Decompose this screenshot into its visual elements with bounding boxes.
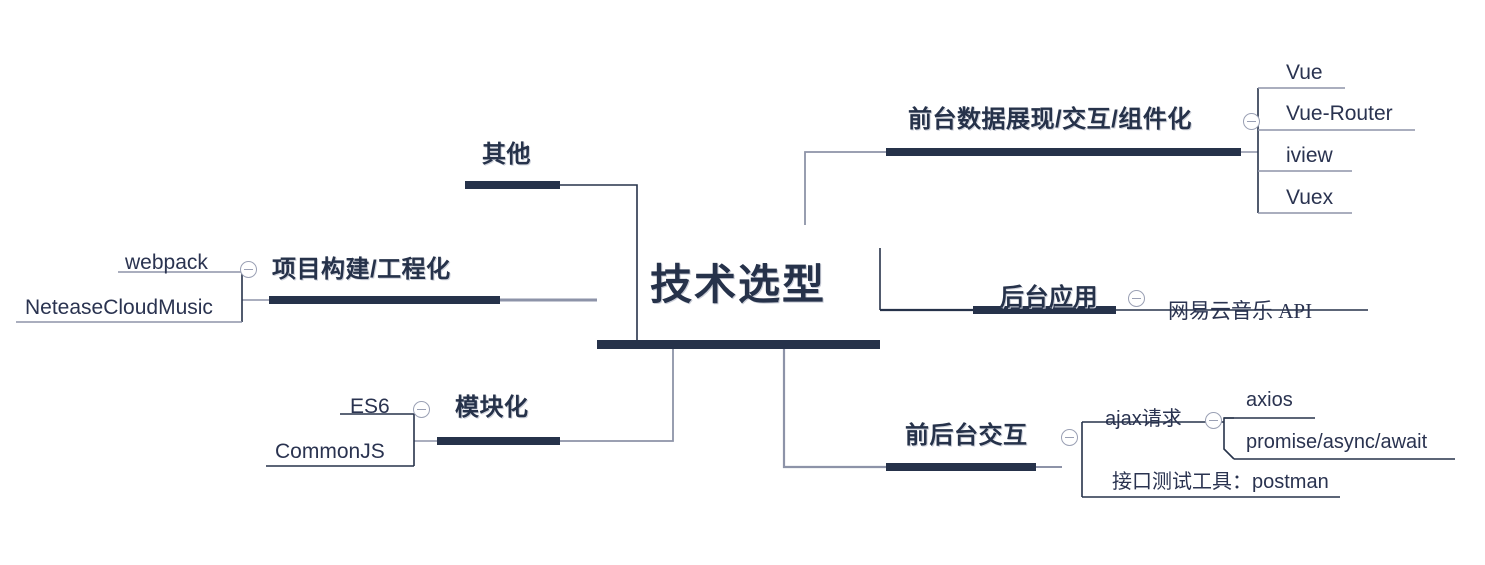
leaf-axios[interactable]: axios [1246, 390, 1293, 410]
branch-other-label: 其他 [482, 141, 531, 168]
leaf-netease-cloud-music[interactable]: NeteaseCloudMusic [25, 297, 213, 318]
branch-front-back-interaction-label: 前后台交互 [905, 422, 1028, 449]
root-label: 技术选型 [650, 261, 827, 308]
branch-modularization[interactable]: 模块化 [455, 396, 529, 420]
minus-circle-icon-backend-app[interactable] [1128, 290, 1145, 307]
underline-modularization [437, 437, 560, 445]
leaf-netease-api[interactable]: 网易云音乐 API [1168, 301, 1312, 322]
minus-circle-icon-ajax-request[interactable] [1205, 412, 1222, 429]
root-underline [597, 340, 880, 349]
underline-front-back [886, 463, 1036, 471]
leaf-vue-router[interactable]: Vue-Router [1286, 103, 1393, 124]
leaf-promise-async-await-label: promise/async/await [1246, 431, 1428, 453]
branch-backend-app-label: 后台应用 [1000, 284, 1098, 311]
leaf-vue-router-label: Vue-Router [1286, 102, 1393, 125]
leaf-iview-label: iview [1286, 144, 1333, 167]
leaf-webpack-label: webpack [125, 251, 208, 274]
branch-project-build[interactable]: 项目构建/工程化 [272, 258, 451, 282]
leaf-promise-async-await[interactable]: promise/async/await [1246, 432, 1427, 452]
leaf-vue[interactable]: Vue [1286, 62, 1323, 83]
minus-circle-icon-modularization[interactable] [413, 401, 430, 418]
leaf-webpack[interactable]: webpack [125, 252, 208, 273]
leaf-postman[interactable]: 接口测试工具：postman [1112, 472, 1329, 492]
branch-frontend-display-label: 前台数据展现/交互/组件化 [908, 106, 1192, 133]
leaf-commonjs[interactable]: CommonJS [275, 441, 385, 462]
leaf-iview[interactable]: iview [1286, 145, 1333, 166]
underline-frontend-display [886, 148, 1241, 156]
leaf-es6-label: ES6 [350, 395, 390, 418]
leaf-vuex[interactable]: Vuex [1286, 187, 1333, 208]
wire-root-to-front-back [782, 349, 886, 469]
leaf-ajax-request-label: ajax请求 [1105, 408, 1182, 430]
branch-project-build-label: 项目构建/工程化 [272, 256, 451, 283]
branch-frontend-display[interactable]: 前台数据展现/交互/组件化 [908, 108, 1192, 132]
branch-other[interactable]: 其他 [482, 143, 531, 167]
spine-ajax-children [1223, 417, 1235, 460]
leaf-netease-cloud-music-label: NeteaseCloudMusic [25, 296, 213, 319]
minus-circle-icon-frontend-display[interactable] [1243, 113, 1260, 130]
leaf-vue-label: Vue [1286, 61, 1323, 84]
branch-backend-app[interactable]: 后台应用 [1000, 286, 1098, 310]
leaf-vuex-label: Vuex [1286, 186, 1334, 209]
minus-circle-icon-project-build[interactable] [240, 261, 257, 278]
root-node[interactable]: 技术选型 [650, 264, 826, 306]
wire-root-to-other [560, 184, 638, 340]
branch-modularization-label: 模块化 [455, 394, 529, 421]
leaf-netease-api-label: 网易云音乐 API [1168, 299, 1313, 323]
leaf-ajax-request[interactable]: ajax请求 [1105, 409, 1182, 429]
leaf-commonjs-label: CommonJS [275, 440, 385, 463]
minus-circle-icon-front-back-interaction[interactable] [1061, 429, 1078, 446]
wire-root-to-frontend-display [804, 151, 886, 225]
underline-project-build [269, 296, 500, 304]
wire-root-to-modularization [560, 349, 674, 442]
leaf-axios-label: axios [1246, 389, 1293, 411]
leaf-postman-label: 接口测试工具：postman [1112, 471, 1329, 493]
leaf-es6[interactable]: ES6 [350, 396, 390, 417]
branch-front-back-interaction[interactable]: 前后台交互 [905, 424, 1028, 448]
underline-other [465, 181, 560, 189]
